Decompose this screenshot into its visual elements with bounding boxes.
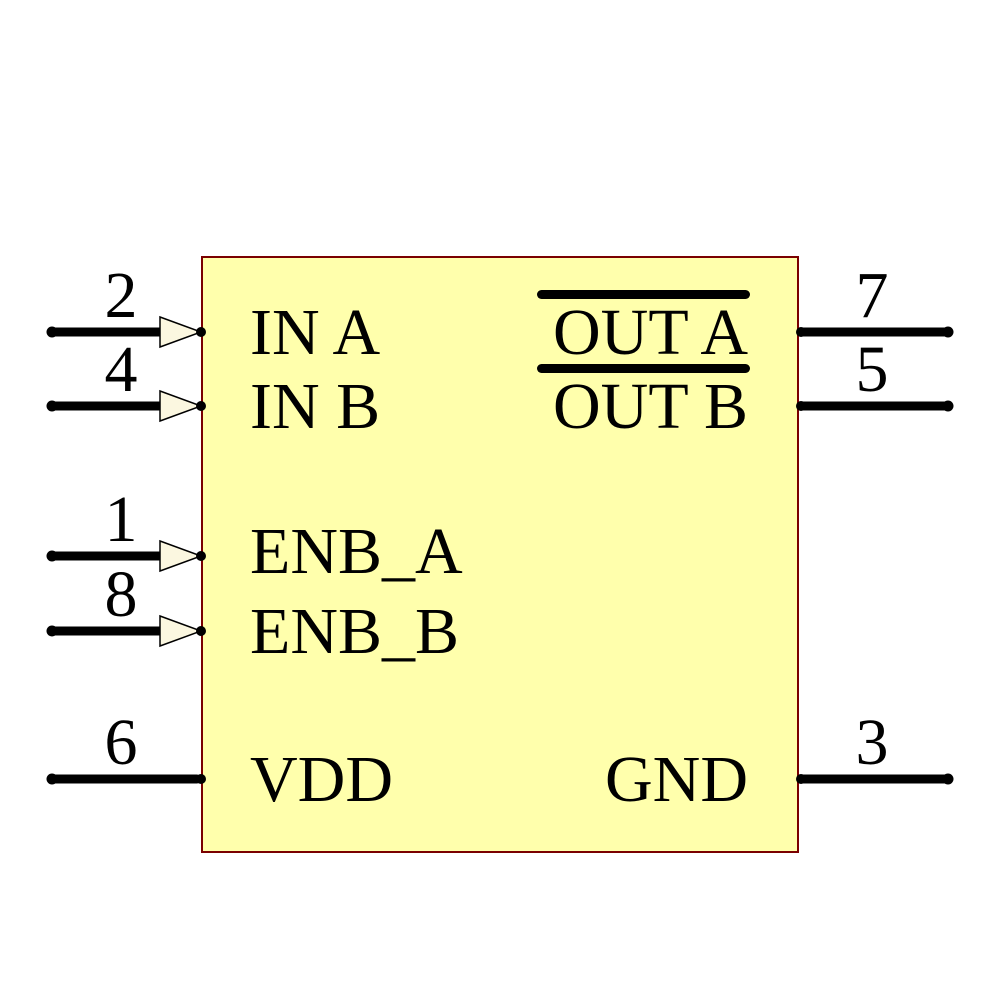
pin-2-endpoint-dot xyxy=(46,326,58,338)
pin-3-name-label: GND xyxy=(605,743,748,816)
pin-5-number: 5 xyxy=(855,333,889,406)
pin-3-endpoint-dot xyxy=(942,773,954,785)
pin-1-endpoint-dot xyxy=(46,550,58,562)
pin-3-connection-dot xyxy=(796,774,806,784)
pin-7-number: 7 xyxy=(855,259,889,332)
pin-8-name-label: ENB_B xyxy=(250,595,460,668)
pin-1-connection-dot xyxy=(196,551,206,561)
pin-4-name-label: IN B xyxy=(250,370,381,443)
pin-5-endpoint-dot xyxy=(942,400,954,412)
pin-7-overline xyxy=(537,290,750,299)
pin-7-endpoint-dot xyxy=(942,326,954,338)
pin-2-connection-dot xyxy=(196,327,206,337)
pin-4-connection-dot xyxy=(196,401,206,411)
pin-1-number: 1 xyxy=(104,483,138,556)
pin-5-name-label: OUT B xyxy=(553,370,748,443)
pin-2-input-arrow-icon[interactable] xyxy=(159,315,204,349)
component-body[interactable] xyxy=(201,256,799,853)
pin-1-input-arrow-icon[interactable] xyxy=(159,539,204,573)
pin-8-endpoint-dot xyxy=(46,625,58,637)
pin-2-name-label: IN A xyxy=(250,296,381,369)
pin-6-number: 6 xyxy=(104,706,138,779)
pin-4-input-arrow-icon[interactable] xyxy=(159,389,204,423)
pin-4-endpoint-dot xyxy=(46,400,58,412)
pin-6-name-label: VDD xyxy=(250,743,393,816)
pin-3-number: 3 xyxy=(855,706,889,779)
pin-7-connection-dot xyxy=(796,327,806,337)
pin-8-input-arrow-icon[interactable] xyxy=(159,614,204,648)
pin-8-connection-dot xyxy=(196,626,206,636)
pin-8-number: 8 xyxy=(104,558,138,631)
pin-6-endpoint-dot xyxy=(46,773,58,785)
pin-4-number: 4 xyxy=(104,333,138,406)
pin-1-name-label: ENB_A xyxy=(250,515,463,588)
pin-5-connection-dot xyxy=(796,401,806,411)
pin-7-name-label: OUT A xyxy=(553,296,748,369)
pin-6-connection-dot xyxy=(196,774,206,784)
pin-5-overline xyxy=(537,364,750,373)
pin-2-number: 2 xyxy=(104,259,138,332)
